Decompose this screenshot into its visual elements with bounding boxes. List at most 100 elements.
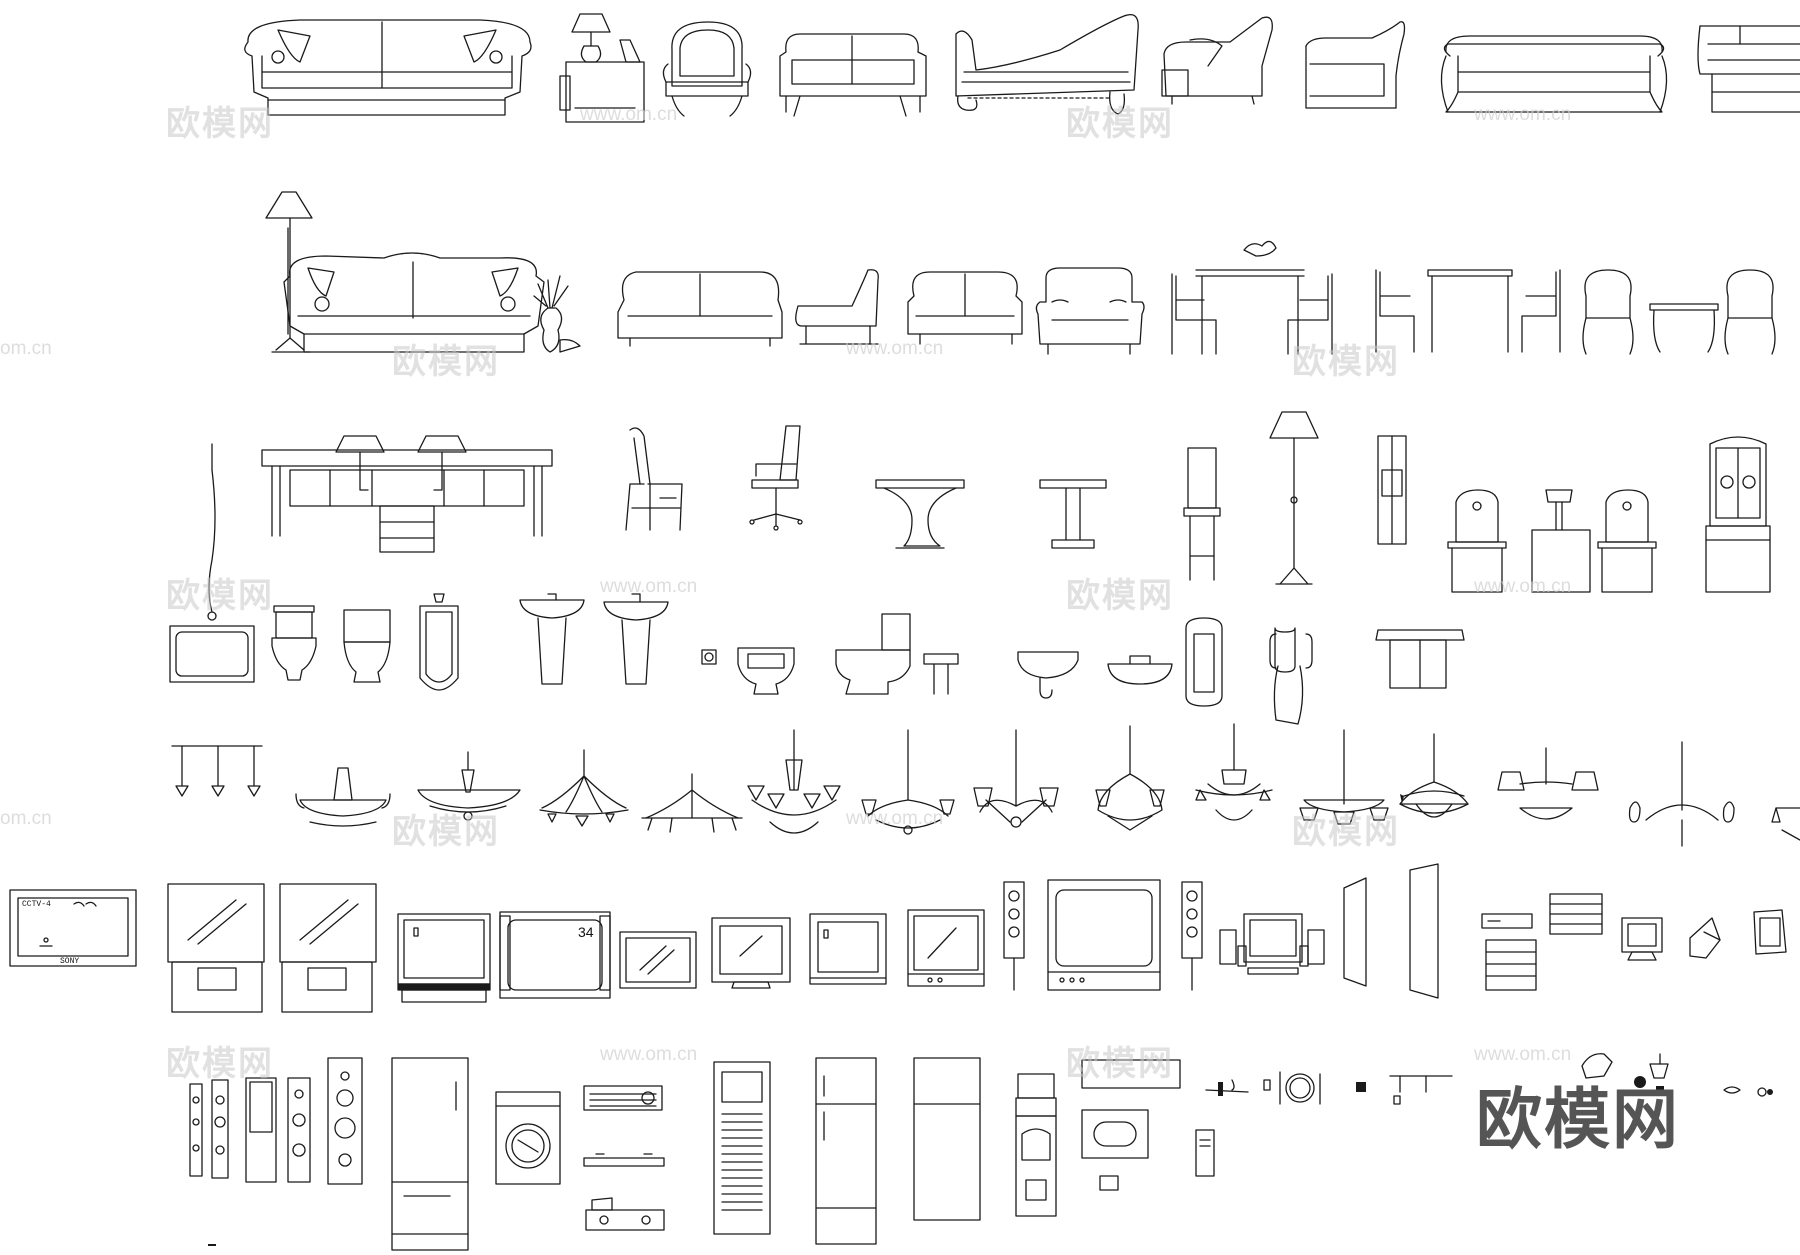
tv-icon (499, 911, 611, 999)
chair-icon (795, 269, 879, 345)
brand-logo: 欧模网 (1476, 1081, 1680, 1158)
office-chair-icon (749, 425, 803, 531)
watermark-text: 欧模网 (166, 1044, 274, 1084)
basin-icon (1017, 651, 1079, 699)
towel-rail-icon (1375, 629, 1465, 689)
watermark-url: www.om.cn (846, 338, 944, 359)
watermark-text: 欧模网 (392, 342, 500, 382)
chaise-icon (955, 13, 1139, 115)
speaker-icon (189, 1057, 363, 1185)
water-dispenser-icon (1015, 1073, 1057, 1217)
table-icon (875, 479, 965, 549)
watermark-url: www.om.cn (600, 576, 698, 597)
monitor-icon (809, 913, 887, 985)
toilet-icon (835, 613, 911, 695)
tv-channel-label: 34 (578, 924, 594, 940)
lamp-icon (559, 13, 645, 123)
watermark-url: om.cn (0, 338, 52, 359)
pendant-light-icon (207, 443, 217, 621)
pedestal-sink-icon (519, 593, 585, 685)
chair-icon (625, 427, 683, 531)
sofa-icon (1697, 25, 1800, 113)
sofa-icon (1440, 35, 1668, 113)
sofa-icon (617, 271, 783, 347)
chandelier-icon (417, 751, 521, 821)
tv-icon (167, 883, 265, 1013)
air-conditioner-icon (583, 1085, 663, 1111)
sofa-icon (283, 252, 545, 353)
watermark-url: www.om.cn (600, 1044, 698, 1065)
dining-set-icon (1375, 269, 1561, 353)
basin-icon (1107, 655, 1173, 685)
desk-icon (261, 435, 553, 553)
monitor-icon (711, 917, 791, 989)
watermark-text: 欧模网 (392, 812, 500, 852)
dining-set-icon (1582, 269, 1776, 355)
watermark-url: www.om.cn (1474, 104, 1572, 125)
cabinet-icon (1705, 436, 1771, 593)
monitor-icon (907, 909, 985, 987)
watermark-text: 欧模网 (1066, 576, 1174, 616)
cabinet-icon (1377, 435, 1407, 545)
pc-tower-icon (1195, 1129, 1215, 1177)
toilet-icon (737, 647, 795, 695)
floor-lamp-icon (1269, 411, 1319, 585)
refrigerator-icon (391, 1057, 469, 1251)
chandelier-icon (861, 729, 955, 835)
mirror-icon (1185, 617, 1223, 707)
armchair-icon (662, 21, 752, 117)
watermark-text: 欧模网 (1292, 342, 1400, 382)
monitor-icon (1689, 917, 1721, 959)
watermark-text: 欧模网 (1066, 1044, 1174, 1084)
dining-set-icon (1447, 489, 1657, 593)
tableware-icon (1205, 1071, 1453, 1105)
washing-machine-icon (495, 1091, 561, 1185)
air-conditioner-icon (713, 1061, 771, 1235)
toilet-icon (271, 605, 317, 681)
watermark-url: www.om.cn (1474, 1044, 1572, 1065)
urinal-icon (419, 593, 459, 691)
monitor-icon (1753, 909, 1787, 955)
chandelier-icon (1299, 729, 1389, 825)
pendant-light-icon (1497, 747, 1599, 820)
basin-icon (169, 625, 255, 683)
chandelier-icon (1771, 807, 1800, 841)
floor-lamp-icon (265, 191, 313, 353)
chandelier-icon (1195, 723, 1273, 821)
watermark-url: www.om.cn (580, 104, 678, 125)
pedestal-sink-icon (603, 593, 669, 685)
watermark-text: 欧模网 (166, 104, 274, 144)
chandelier-icon (1628, 741, 1735, 847)
watermark-text: 欧模网 (166, 576, 274, 616)
stove-icon (1581, 1053, 1767, 1097)
toilet-roll-icon (701, 649, 717, 665)
towel-rail-icon (1269, 627, 1313, 725)
tv-brand-label: SONY (60, 957, 80, 966)
chandelier-icon (747, 729, 841, 834)
tv-icon (619, 931, 697, 989)
sofa-icon (779, 33, 927, 117)
watermark-url: om.cn (0, 808, 52, 829)
tv-icon (1047, 879, 1161, 991)
speaker-icon (1181, 881, 1203, 991)
chandelier-icon (1095, 725, 1165, 831)
bar-stool-icon (1183, 447, 1221, 581)
speaker-icon (1409, 863, 1439, 999)
stereo-icon (1219, 913, 1325, 975)
microwave-icon (1081, 1059, 1181, 1191)
monitor-icon (1621, 917, 1663, 961)
tv-icon (9, 889, 137, 967)
armchair-icon (1161, 16, 1273, 105)
toilet-icon (343, 609, 391, 683)
watermark-url: www.om.cn (1474, 576, 1572, 597)
watermark-url: www.om.cn (846, 808, 944, 829)
chandelier-icon (641, 773, 743, 833)
vase-icon (533, 275, 581, 353)
speaker-icon (1003, 881, 1025, 991)
armchair-icon (1035, 267, 1145, 355)
pedestal-sink-icon (923, 653, 959, 695)
chandelier-icon (295, 767, 391, 827)
watermark-text: 欧模网 (1292, 812, 1400, 852)
chandelier-icon (1399, 733, 1469, 818)
